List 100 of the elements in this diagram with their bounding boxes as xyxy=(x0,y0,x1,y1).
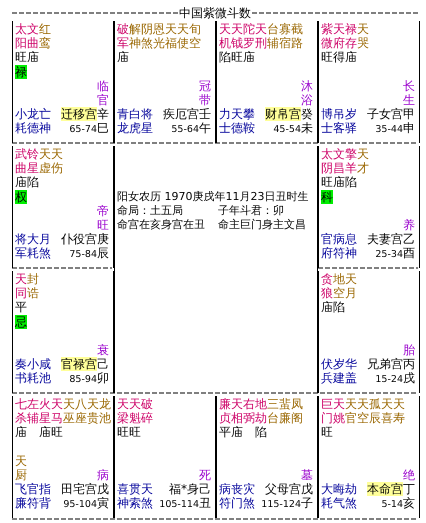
star-name: 天月 xyxy=(345,272,357,300)
chart-title: 中国紫微斗数 xyxy=(178,6,252,20)
star-name: 天虚 xyxy=(39,147,51,176)
star-name: 铃星 xyxy=(27,147,39,176)
star-name: 陀罗 xyxy=(243,22,255,50)
deity-name: 亡神 xyxy=(39,107,51,136)
heavenly-stem: 戊 xyxy=(97,482,109,496)
deity-name: 青龙 xyxy=(117,107,129,136)
palace-name: 父母宫 xyxy=(265,482,301,496)
palace-cell xyxy=(12,21,114,143)
star-name: 天空 xyxy=(357,397,369,426)
star-name: 七杀 xyxy=(15,397,27,426)
palace-name: 子女宫 xyxy=(367,107,403,122)
life-stage-label: 养 xyxy=(403,218,415,232)
star-name: 阴煞 xyxy=(141,22,153,50)
brightness-label: 旺庙 xyxy=(15,50,39,65)
deity-name: 飞廉 xyxy=(15,482,27,511)
star-name: 孤辰 xyxy=(369,397,381,426)
age-range: 5-14 xyxy=(381,498,403,512)
brightness-label: 陷旺庙 xyxy=(219,50,255,65)
palace-cell xyxy=(318,146,420,268)
palace-cell xyxy=(12,396,114,518)
star-name: 龙池 xyxy=(99,397,111,426)
star-name: 恩光 xyxy=(153,22,165,50)
deity-name: 大耗 xyxy=(27,232,39,261)
star-name: 太阴 xyxy=(321,147,333,176)
deity-name: 贯索 xyxy=(129,482,141,511)
palace-name: 仆役宫 xyxy=(61,232,97,246)
star-name: 天哭 xyxy=(357,22,369,50)
life-stage-label: 冠带 xyxy=(199,78,211,108)
star-name: 天魁 xyxy=(129,397,141,426)
age-range: 115-124 xyxy=(261,498,301,512)
star-name: 天刑 xyxy=(255,22,267,50)
star-name: 八座 xyxy=(75,397,87,426)
transformation-tag: 忌 xyxy=(15,314,27,329)
palace-cell xyxy=(318,21,420,143)
heavenly-stem: 癸 xyxy=(301,107,313,122)
life-stage-label: 病 xyxy=(97,468,109,482)
star-name: 天姚 xyxy=(333,397,345,426)
palace-name: 兄弟宫 xyxy=(367,357,403,372)
age-range: 55-64 xyxy=(171,123,199,138)
star-name: 天厨 xyxy=(15,454,27,482)
palace-name: 疾厄宫 xyxy=(163,107,199,122)
heavenly-stem: 壬 xyxy=(199,107,211,122)
earthly-branch: 丑 xyxy=(199,496,211,511)
deity-name: 攀鞍 xyxy=(243,107,255,136)
earthly-branch: 亥 xyxy=(403,496,415,511)
deity-name: 白虎 xyxy=(129,107,141,136)
brightness-label: 庙 庙旺 xyxy=(15,425,64,440)
brightness-label: 庙陷 xyxy=(15,175,39,190)
star-name: 武曲 xyxy=(15,147,27,176)
deity-name: 月煞 xyxy=(39,232,51,261)
info-panel xyxy=(114,146,318,393)
heavenly-stem: 庚 xyxy=(97,232,109,246)
chart-info-text: 命局：土五局 xyxy=(117,204,183,218)
star-name: 天才 xyxy=(357,147,369,176)
earthly-branch: 酉 xyxy=(403,246,415,261)
earthly-branch: 寅 xyxy=(97,496,109,511)
age-range: 25-34 xyxy=(375,248,403,262)
earthly-branch: 未 xyxy=(301,121,313,136)
deity-name: 龙德 xyxy=(27,107,39,136)
star-name: 台辅 xyxy=(267,22,279,50)
star-name: 文曲 xyxy=(27,22,39,50)
star-name: 破军 xyxy=(117,22,129,50)
star-name: 擎羊 xyxy=(345,147,357,176)
deity-name: 指背 xyxy=(39,482,51,511)
palace-name: 夫妻宫 xyxy=(367,232,403,246)
life-stage-label: 衰 xyxy=(97,343,109,358)
palace-cell xyxy=(216,21,318,143)
palace-name: 迁移宫 xyxy=(61,107,97,122)
star-name: 天府 xyxy=(333,22,345,50)
palace-name: 财帛宫 xyxy=(265,107,301,122)
deity-name: 将星 xyxy=(141,107,153,136)
deity-name: 病符 xyxy=(219,482,231,511)
heavenly-stem: 乙 xyxy=(403,232,415,246)
palace-cell xyxy=(216,396,318,518)
transformation-tag: 禄 xyxy=(15,64,27,79)
chart-info-text: 子年斗君：卯 xyxy=(218,204,284,218)
star-name: 蜚廉 xyxy=(279,397,291,426)
star-name: 紫微 xyxy=(321,22,333,50)
brightness-label: 庙陷 xyxy=(321,300,345,315)
star-name: 天喜 xyxy=(381,397,393,426)
heavenly-stem: 甲 xyxy=(403,107,415,122)
palace-cell xyxy=(318,396,420,518)
palace-cell xyxy=(318,271,420,393)
deity-name: 岁驿 xyxy=(345,107,357,136)
deity-name: 咸池 xyxy=(39,357,51,386)
palace-name: 田宅宫 xyxy=(61,482,97,496)
deity-name: 息神 xyxy=(345,232,357,261)
palace-cell xyxy=(114,21,216,143)
star-name: 解神 xyxy=(129,22,141,50)
palace-cell xyxy=(114,396,216,518)
age-range: 15-24 xyxy=(375,373,403,388)
star-name: 天寿 xyxy=(393,397,405,426)
brightness-label: 平庙 陷 xyxy=(219,425,268,440)
heavenly-stem: 丁 xyxy=(403,482,415,496)
life-stage-label: 胎 xyxy=(403,343,415,358)
star-name: 天巫 xyxy=(63,397,75,426)
age-range: 65-74 xyxy=(69,123,97,138)
star-name: 天伤 xyxy=(51,147,63,176)
